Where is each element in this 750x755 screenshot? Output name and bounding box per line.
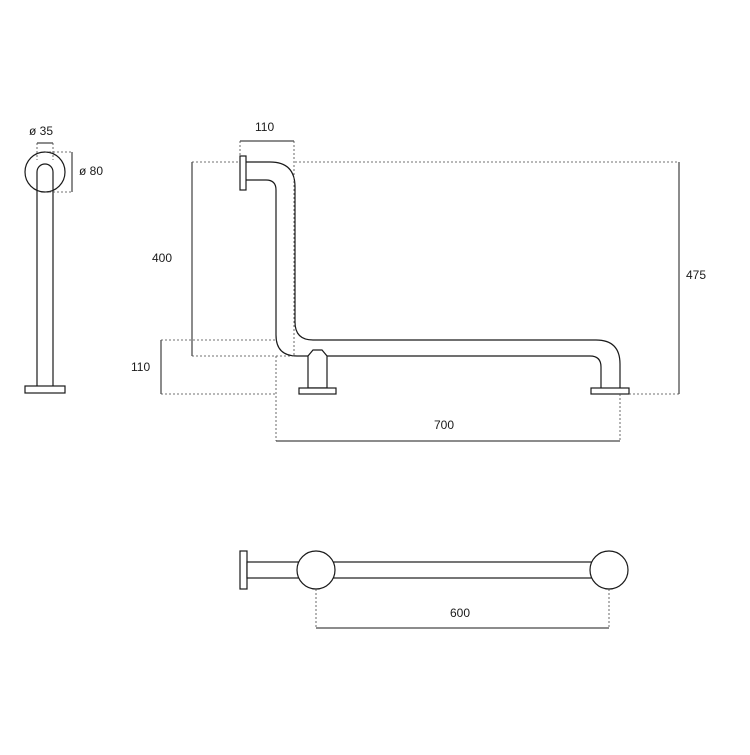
side-view: ø 35 ø 80 <box>24 124 103 394</box>
front-view-bar-inner <box>246 179 602 388</box>
front-view-floor-support <box>307 349 328 389</box>
tube-diameter-label: ø 35 <box>29 124 53 138</box>
total-height-label: 475 <box>686 268 706 282</box>
side-view-flange <box>24 151 66 193</box>
top-view-support-plate <box>296 550 336 590</box>
lower-offset-label: 110 <box>131 360 150 374</box>
front-view-bar-outer <box>246 161 621 388</box>
top-view-end-plate <box>589 550 629 590</box>
flange-diameter-label: ø 80 <box>79 164 103 178</box>
front-view-wall-flange <box>239 155 247 191</box>
wall-offset-label: 110 <box>255 120 274 134</box>
vertical-height-label: 400 <box>152 251 172 265</box>
top-view-wall-flange <box>239 550 248 590</box>
front-view-support-base <box>298 387 337 395</box>
support-spacing-label: 600 <box>450 606 470 620</box>
side-view-tube <box>36 163 54 393</box>
side-view-base-plate <box>24 385 66 394</box>
front-view-end-base <box>590 387 630 395</box>
top-view: 600 <box>239 550 629 629</box>
front-view: 110 400 110 475 700 <box>131 120 706 442</box>
horizontal-length-label: 700 <box>434 418 454 432</box>
